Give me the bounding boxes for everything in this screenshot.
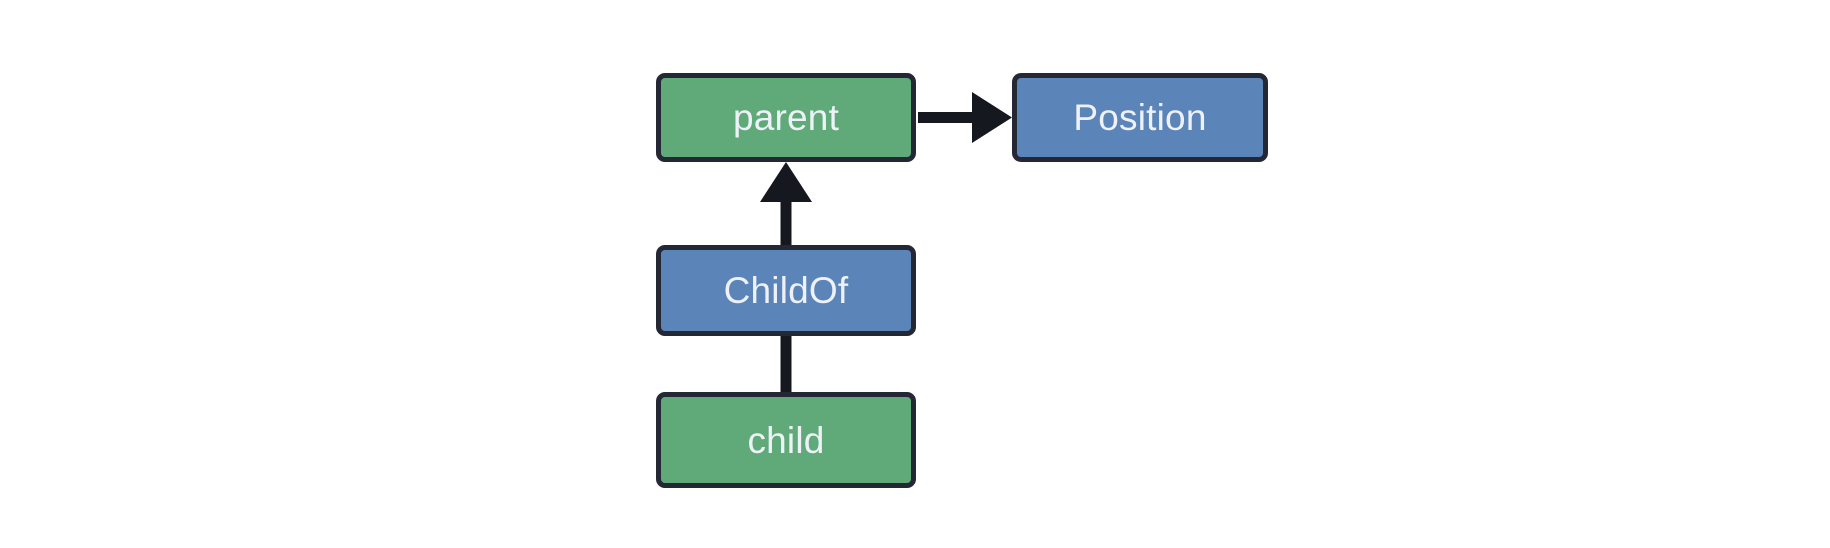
node-parent-label: parent	[732, 97, 840, 138]
edge-childof-to-parent	[760, 162, 812, 245]
node-childof[interactable]: ChildOf	[656, 245, 916, 336]
node-child[interactable]: child	[656, 392, 916, 488]
node-child-label: child	[747, 419, 825, 461]
arrowhead-parent-to-position	[972, 92, 1012, 143]
node-parent[interactable]: parent	[656, 73, 916, 162]
node-position-label: Position	[1073, 97, 1207, 138]
node-position[interactable]: Position	[1012, 73, 1268, 162]
edge-parent-to-position	[918, 92, 1012, 143]
node-childof-label: ChildOf	[723, 270, 849, 311]
arrowhead-childof-to-parent	[760, 162, 812, 202]
